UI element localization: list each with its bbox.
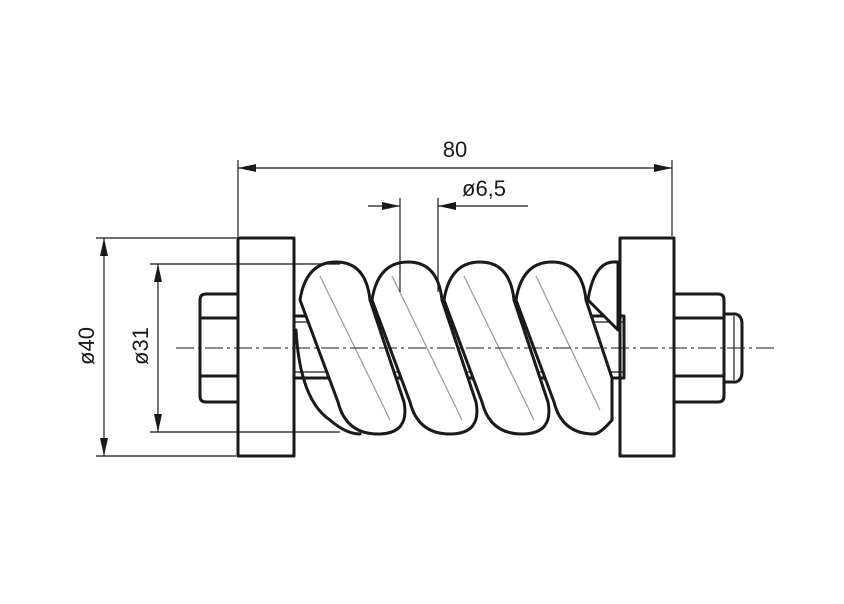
dimension-wire-diameter: ø6,5 xyxy=(368,176,528,292)
overall-length-label: 80 xyxy=(443,137,467,162)
right-washer xyxy=(618,236,676,458)
dimension-spring-diameter: ø31 xyxy=(128,263,340,433)
bolt-head xyxy=(198,292,240,404)
dimension-overall-length: 80 xyxy=(237,137,673,236)
dimension-washer-diameter: ø40 xyxy=(74,237,236,457)
washer-diameter-label: ø40 xyxy=(74,327,99,365)
left-washer xyxy=(236,236,296,458)
wire-diameter-label: ø6,5 xyxy=(462,176,506,201)
spring-diameter-label: ø31 xyxy=(128,327,153,365)
